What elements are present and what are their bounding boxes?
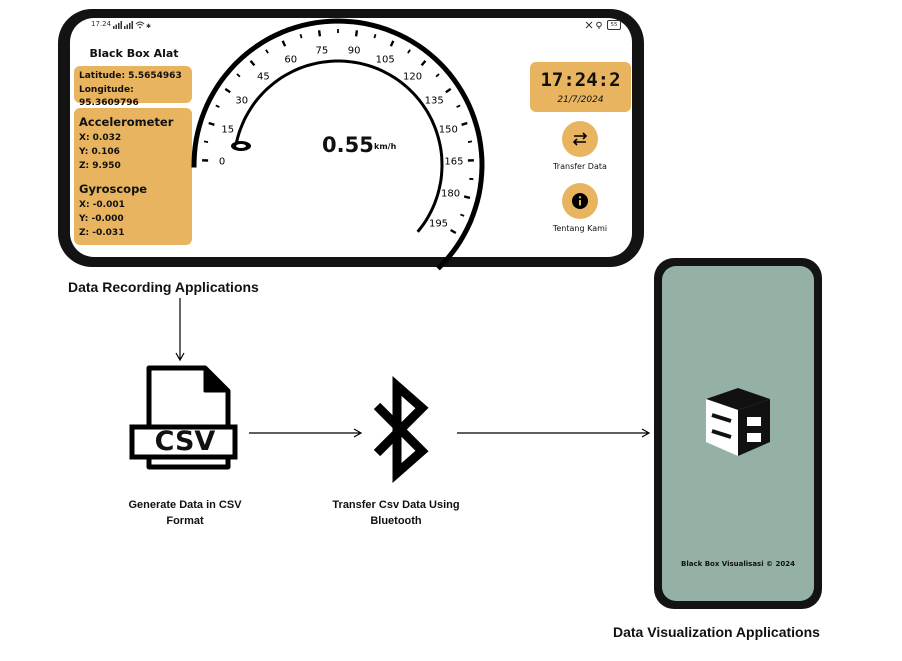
accelerometer-z: Z: 9.950 [79,161,121,171]
bluetooth-step-label: Transfer Csv Data Using Bluetooth [300,497,492,529]
gyroscope-heading: Gyroscope [79,182,148,196]
gauge-tick-label: 135 [425,96,444,107]
gauge-tick [435,73,440,78]
bt-step-line1: Transfer Csv Data Using [332,499,460,511]
gauge-tick [236,73,241,78]
gauge-tick [460,213,465,217]
gauge-tick [265,49,269,54]
gauge-tick-label: 105 [376,55,395,66]
clock-date: 21/7/2024 [557,95,604,105]
gauge-ticks: 0 15 30 45 60 75 90 105 120 135 150 165 180 195 [202,29,474,235]
gauge-tick-label: 15 [221,125,234,136]
arrow-down [175,298,185,362]
gauge-tick [456,104,461,108]
about-button[interactable] [562,183,598,219]
recording-caption: Data Recording Applications [68,279,259,295]
visualization-footer: Black Box Visualisasi © 2024 [681,560,795,568]
battery-icon: 55 [607,20,621,30]
svg-text:✱: ✱ [146,23,151,30]
gauge-tick-label: 30 [235,96,248,107]
transfer-arrows-icon [572,132,588,146]
csv-badge: CSV [154,426,216,457]
clock-time: 17:24:2 [540,69,621,91]
speed-unit: km/h [374,142,397,151]
gauge-tick [461,121,468,126]
gauge-tick [317,30,322,37]
visualization-caption: Data Visualization Applications [613,624,820,640]
app-title: Black Box Alat [89,47,179,60]
gyroscope-y: Y: -0.000 [79,214,124,224]
logo-icon [706,388,770,456]
gyroscope-z: Z: -0.031 [79,228,125,238]
gauge-tick [249,60,256,67]
gauge-tick [467,140,473,143]
status-time: 17.24 [91,20,112,28]
gauge-tick [407,49,411,54]
gauge-outer-arc [191,18,485,271]
accelerometer-x: X: 0.032 [79,133,122,143]
gauge-tick [215,104,220,108]
gauge-tick [354,30,359,37]
longitude-value: Longitude: 95.3609796 [79,85,139,108]
gauge-tick [420,60,427,67]
gauge-tick [450,228,457,235]
arrow-to-bluetooth [249,428,363,438]
gauge-tick [463,195,471,200]
accelerometer-y: Y: 0.106 [79,147,120,157]
gauge-tick [389,40,395,47]
file-icon [129,365,238,470]
location-card: Latitude: 5.5654963 Longitude: 95.360979… [74,66,192,108]
gauge-tick [203,140,209,143]
gauge-tick [299,34,303,39]
gauge-tick-label: 60 [284,55,297,66]
csv-step-line1: Generate Data in CSV [128,499,242,511]
gauge-tick-label: 195 [429,219,448,230]
gauge-tick [208,121,215,126]
transfer-data-label[interactable]: Transfer Data [553,162,607,171]
info-icon [572,193,588,209]
gauge-tick [445,87,452,94]
gauge-tick-label: 90 [348,46,361,57]
gauge-tick [373,34,377,39]
gauge-tick-label: 180 [441,189,460,200]
gauge-tick-label: 120 [403,72,422,83]
bluetooth-icon [373,376,429,483]
gauge-tick-label: 165 [444,157,463,168]
csv-step-line2: Format [166,515,204,527]
accelerometer-heading: Accelerometer [79,115,174,129]
latitude-value: Latitude: 5.5654963 [79,71,182,81]
transfer-data-button[interactable] [562,121,598,157]
speed-value: 0.55 [322,133,374,157]
gauge-tick-label: 0 [219,157,225,168]
sensor-card: Accelerometer X: 0.032 Y: 0.106 Z: 9.950… [74,108,192,245]
gauge-tick-label: 45 [257,72,270,83]
gyroscope-x: X: -0.001 [79,200,125,210]
gauge-tick [281,40,287,47]
status-indicators-icon [585,21,602,29]
visualization-app-screen: Black Box Visualisasi © 2024 [662,266,814,601]
gauge-tick [224,87,231,94]
gauge-tick-label: 150 [439,125,458,136]
signal-icon: ✱ [113,21,151,30]
clock-card: 17:24:2 21/7/2024 [530,62,631,112]
about-label[interactable]: Tentang Kami [552,224,608,233]
gauge-inner-arc [234,59,444,233]
needle-pivot-center [236,144,246,148]
arrow-to-visualization [457,428,651,438]
bt-step-line2: Bluetooth [370,515,422,527]
gauge-tick-label: 75 [316,46,329,57]
csv-step-label: Generate Data in CSV Format [100,497,270,529]
speedometer-gauge: 0 15 30 45 60 75 90 105 120 135 150 165 180 195 [191,18,485,271]
